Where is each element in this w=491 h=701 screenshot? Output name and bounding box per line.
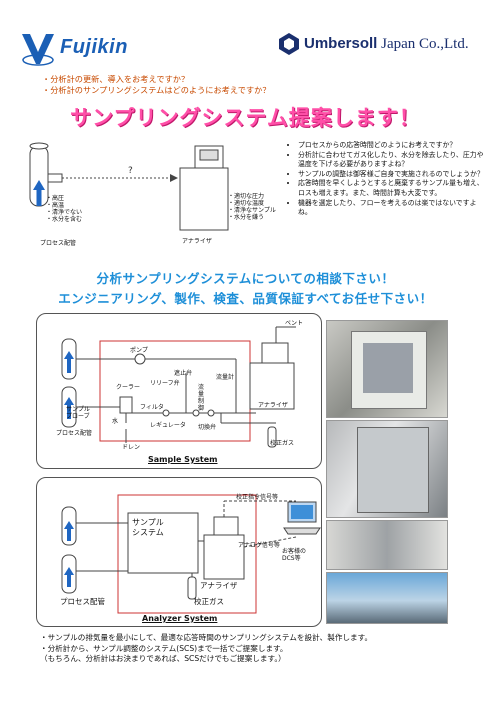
sample-system-diagram (61, 326, 296, 448)
vent-label: ベント (285, 320, 304, 327)
footer-line: （もちろん、分析計はお決まりであれば、SCSだけでもご提案します。） (40, 654, 286, 664)
callout-line: エンジニアリング、製作、検査、品質保証すべてお任せ下さい！ (58, 291, 433, 306)
page-title: サンプリングシステム提案します！ (70, 106, 421, 130)
analyzer-system-diagram (61, 494, 297, 614)
concerns-list: プロセスからの応答時間どのようにお考えですか？ 分析計に合わせてガス化したり、水… (287, 141, 487, 218)
cooler-label: クーラー (116, 384, 141, 391)
sample-system-label: サンプル システム (132, 518, 164, 537)
callout-line: 分析サンプリングシステムについての相談下さい！ (96, 271, 395, 286)
process-conditions: ・高圧 ・高温 ・清浄でない ・水分を含む (46, 195, 83, 223)
footer-line: ・サンプルの排気量を最小にして、最適な応答時間のサンプリングシステムを設計、製作… (40, 633, 373, 642)
list-item: 機器を選定したり、フローを考えるのは楽ではないですよね。 (298, 199, 487, 218)
pump-label: ポンプ (130, 347, 148, 354)
flow-control-label: 流 量 制 御 (198, 384, 205, 412)
top-diagram: ? (29, 142, 229, 231)
list-item: サンプルの調整は御客様ご自身で実施されるのでしょうか？ (298, 170, 487, 180)
customer-dcs-label: お客様の DCS等 (282, 548, 307, 562)
analyzer-label: アナライザ (258, 402, 288, 409)
relief-valve-label: リリーフ弁 (150, 380, 180, 387)
cal-gas-label: 校正ガス (194, 597, 224, 606)
drain-label: ドレン (122, 444, 141, 451)
intro-line: ・分析計の更新、導入をお考えですか？ (42, 74, 190, 84)
fujikin-logo: Fujikin (18, 30, 148, 70)
cal-signal-label: 校正指令信号等 (236, 494, 279, 501)
umbersoll-logo: Umbersoll Japan Co.,Ltd. (278, 32, 478, 62)
analog-signal-label: アナログ信号等 (238, 542, 280, 549)
flowmeter-label: 流量計 (216, 374, 235, 381)
intro-questions: ・分析計の更新、導入をお考えですか？ ・分析計のサンプリングシステムはどのように… (42, 74, 271, 96)
list-item: 分析計に合わせてガス化したり、水分を除去したり、圧力や温度を下げる必要があります… (298, 151, 487, 170)
computer-icon (283, 501, 321, 535)
umbersoll-wordmark: Umbersoll Japan Co.,Ltd. (304, 35, 469, 52)
analyzer-system-panel (36, 477, 322, 627)
panel-photo (326, 420, 448, 518)
sample-probe-label: サンプル プローブ (66, 406, 90, 420)
umbersoll-emblem-icon (279, 33, 299, 55)
switch-valve-label: 切換弁 (198, 424, 217, 431)
process-pipe-label: プロセス配管 (56, 430, 93, 437)
footer-notes: ・サンプルの排気量を最小にして、最適な応答時間のサンプリングシステムを設計、製作… (40, 633, 372, 665)
plant-photo (326, 572, 448, 624)
cal-gas-label: 校正ガス (270, 440, 295, 447)
intro-line: ・分析計のサンプリングシステムはどのようにお考えですか？ (42, 85, 271, 95)
process-pipe-label: プロセス配管 (40, 240, 77, 247)
process-pipe-label: プロセス配管 (60, 597, 105, 606)
footer-line: ・分析計から、サンプル調整のシステム(SCS)まで一括でご提案します。 (40, 643, 288, 653)
stop-valve-label: 遮止弁 (174, 370, 193, 377)
sample-system-panel (36, 313, 322, 469)
equipment-photo (326, 520, 448, 570)
fujikin-emblem-icon (22, 34, 54, 66)
regulator-label: レギュレータ (150, 422, 186, 429)
water-label: 水 (112, 418, 119, 425)
fujikin-wordmark: Fujikin (60, 36, 128, 58)
analyzer-system-caption: Analyzer System (142, 614, 218, 623)
list-item: 応答時間を早くしようとすると廃棄するサンプル量も増え、ロスも増えます。また、時間… (298, 179, 487, 198)
analyzer-conditions: ・適切な圧力 ・適切な温度 ・清浄なサンプル ・水分を嫌う (228, 193, 276, 221)
question-mark: ? (128, 166, 133, 176)
sample-system-caption: Sample System (148, 455, 218, 464)
cabinet-photo (326, 320, 448, 418)
analyzer-label: アナライザ (182, 238, 212, 245)
analyzer-label: アナライザ (200, 581, 238, 590)
filter-label: フィルタ (140, 404, 164, 411)
list-item: プロセスからの応答時間どのようにお考えですか？ (298, 141, 487, 151)
